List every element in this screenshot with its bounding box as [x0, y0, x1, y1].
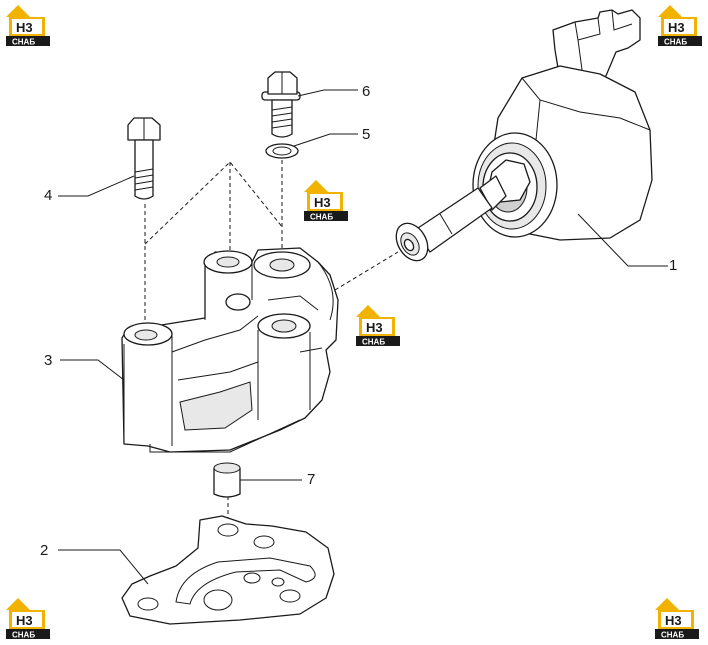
svg-text:CHAБ: CHAБ	[12, 38, 35, 47]
watermark-logo: H3 CHAБ	[658, 5, 702, 47]
svg-text:CHAБ: CHAБ	[664, 38, 687, 47]
callout-1: 1	[669, 257, 677, 274]
svg-text:CHAБ: CHAБ	[362, 338, 385, 347]
callout-6: 6	[362, 83, 370, 100]
watermark-logo: H3 CHAБ	[6, 5, 50, 47]
callout-7: 7	[307, 471, 315, 488]
callout-4: 4	[44, 187, 52, 204]
svg-text:H3: H3	[314, 195, 331, 210]
callout-2: 2	[40, 542, 48, 559]
valve-body	[121, 247, 339, 453]
watermark-logo: H3 CHAБ	[655, 598, 699, 640]
svg-text:H3: H3	[366, 320, 383, 335]
svg-text:H3: H3	[668, 20, 685, 35]
svg-text:H3: H3	[665, 613, 682, 628]
assembly-guide-lines	[144, 160, 399, 530]
flange-bolt	[261, 71, 301, 138]
hex-bolt	[127, 117, 161, 200]
svg-text:CHAБ: CHAБ	[310, 213, 333, 222]
svg-text:CHAБ: CHAБ	[661, 631, 684, 640]
callout-5: 5	[362, 126, 370, 143]
leader-lines	[58, 89, 668, 585]
washer	[265, 143, 299, 159]
gasket	[121, 515, 335, 625]
dowel-pin	[213, 462, 241, 498]
svg-text:CHAБ: CHAБ	[12, 631, 35, 640]
watermark-logo: H3 CHAБ	[356, 305, 400, 347]
svg-text:H3: H3	[16, 613, 33, 628]
svg-text:H3: H3	[16, 20, 33, 35]
callout-3: 3	[44, 352, 52, 369]
solenoid-coil	[395, 9, 653, 262]
watermark-logo: H3 CHAБ	[304, 180, 348, 222]
watermark-logo: H3 CHAБ	[6, 598, 50, 640]
